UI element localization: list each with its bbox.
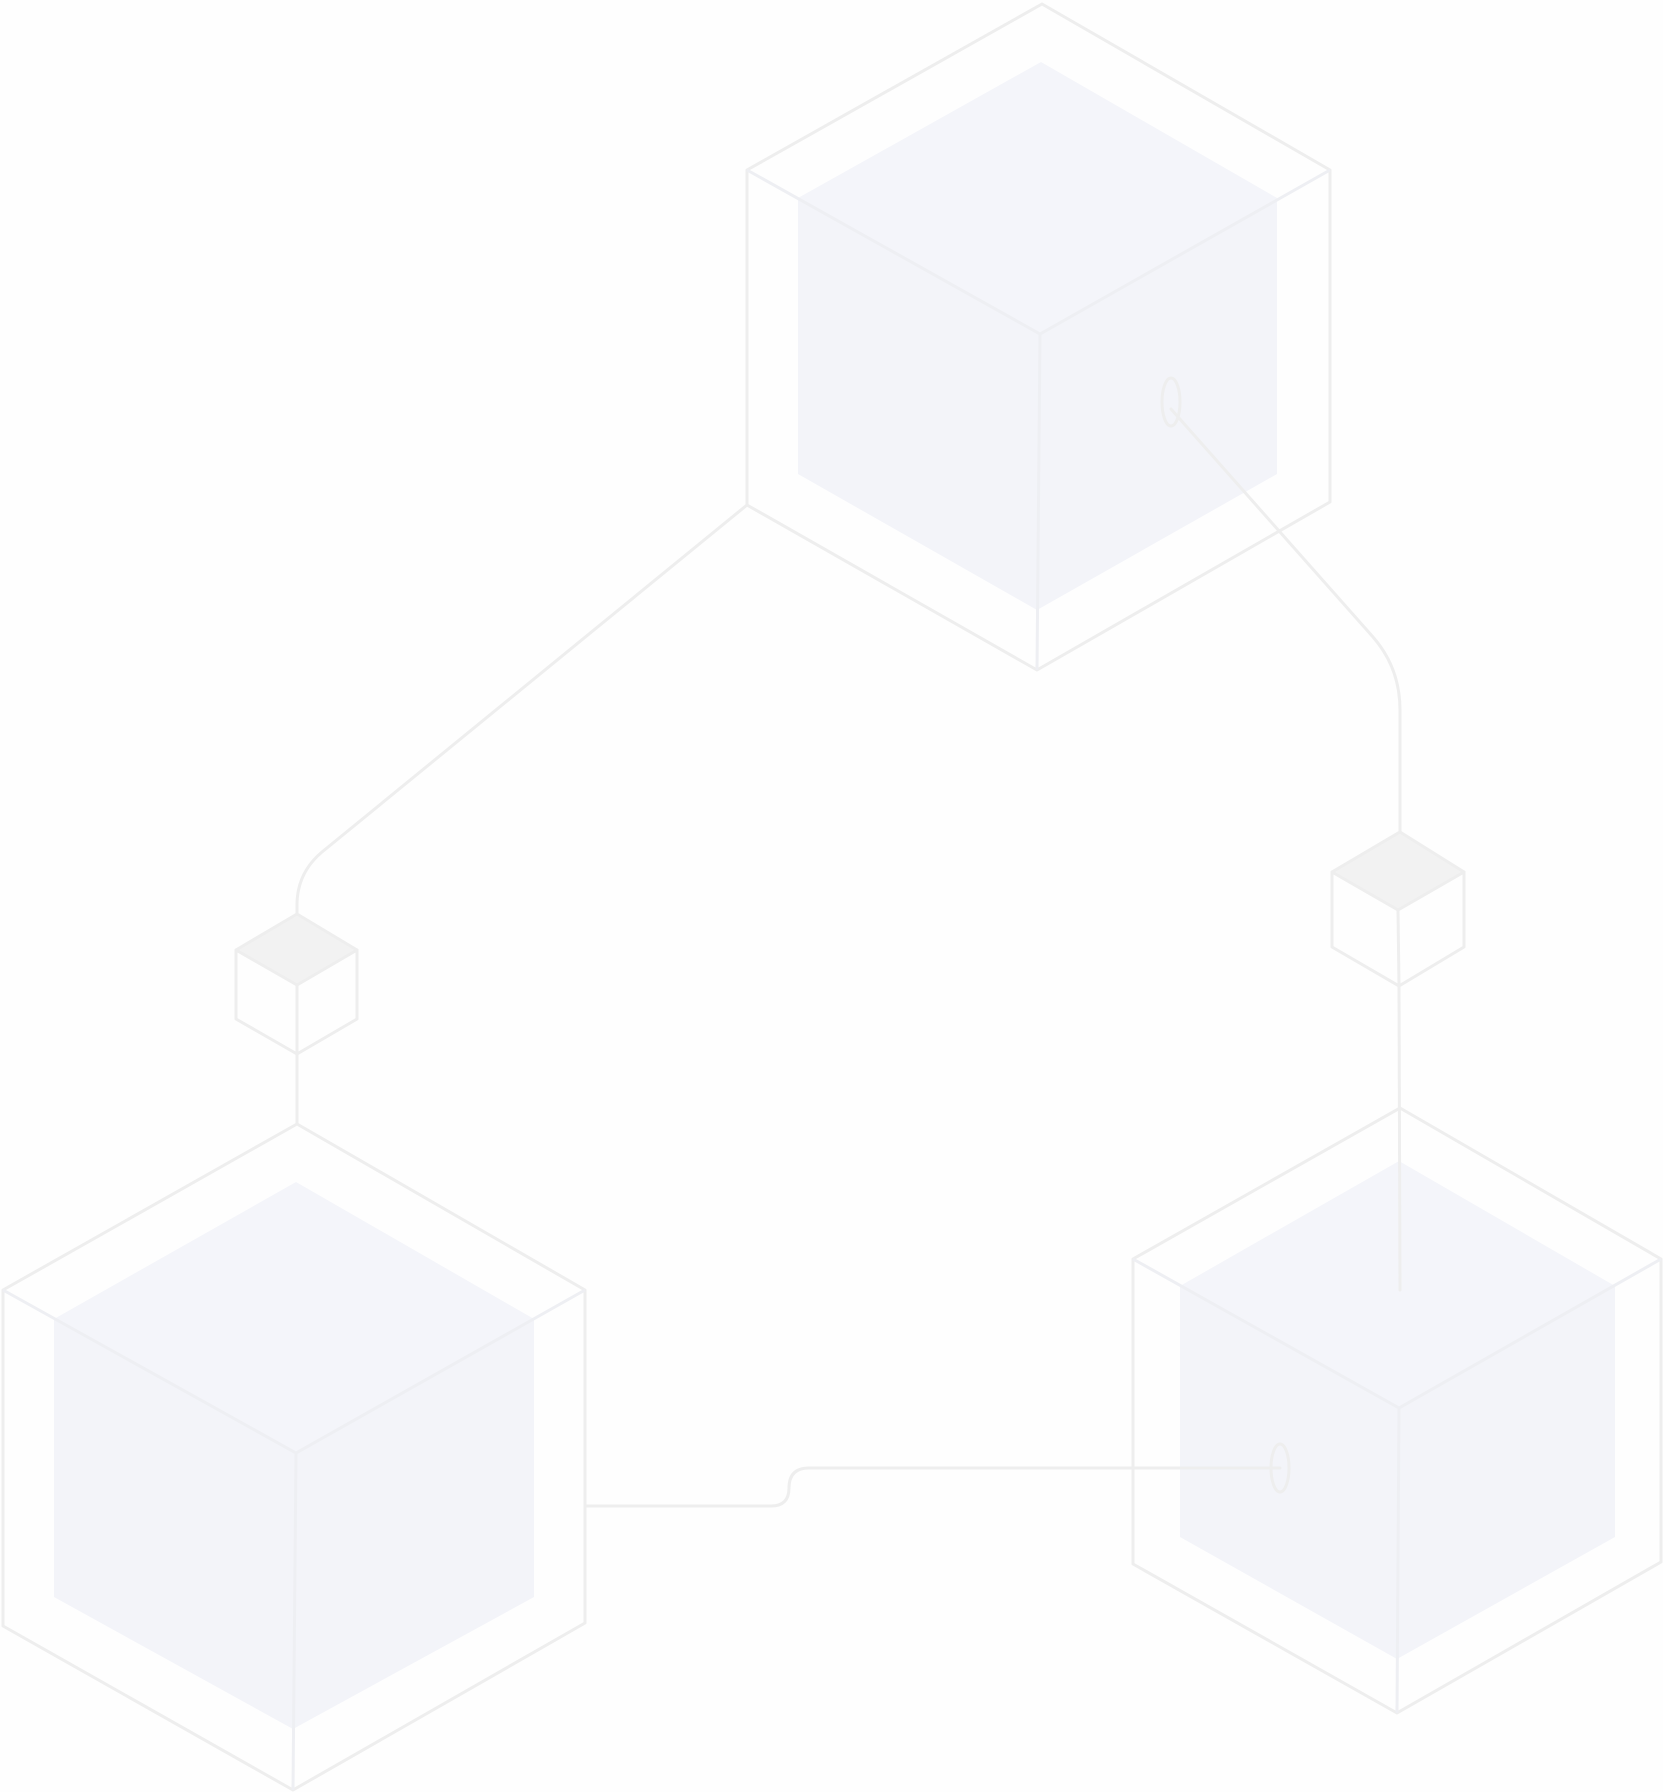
node-right <box>1330 830 1466 988</box>
connector-port-bottom-right <box>1269 1442 1291 1494</box>
cube-top-right-face <box>1037 198 1277 610</box>
node-right-center-edge <box>1396 908 1401 988</box>
cube-bottom-right-center-edge <box>1395 1407 1401 1714</box>
cube-top-center-edge <box>1035 333 1042 671</box>
connector-right-node-to-bottom-right <box>1397 984 1402 1292</box>
connector-top-to-left-node <box>295 503 749 916</box>
connector-bottom-left-to-bottom-right <box>583 1466 1282 1508</box>
cube-bottom-left-left-face <box>54 1319 296 1729</box>
node-right-top-face <box>1330 830 1466 912</box>
cube-top <box>745 2 1332 672</box>
cube-bottom-right <box>1131 1106 1663 1715</box>
node-left <box>234 912 359 1056</box>
cube-bottom-left <box>1 1122 587 1792</box>
cube-bottom-left-center-edge <box>291 1452 298 1791</box>
connector-port-top <box>1160 376 1182 428</box>
node-left-top-face <box>234 912 359 987</box>
connector-top-to-right-node <box>1169 407 1402 834</box>
